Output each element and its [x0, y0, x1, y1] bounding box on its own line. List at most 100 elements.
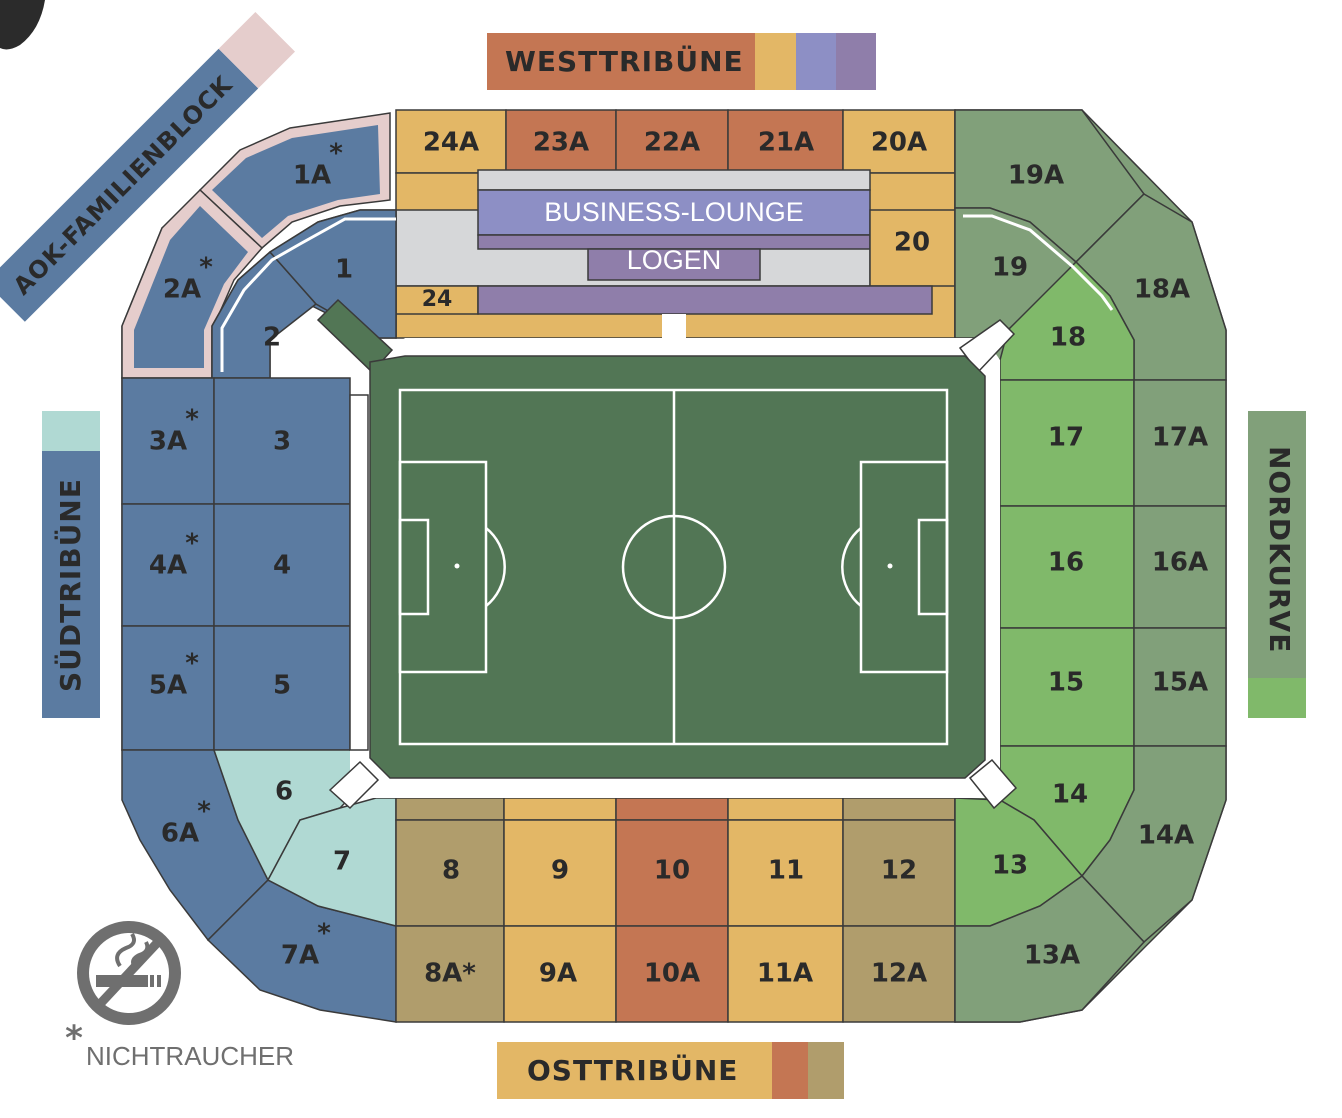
block-24-label: 24: [422, 287, 453, 312]
block-1-label: 1: [335, 255, 353, 285]
block-4A-label: 4A: [149, 551, 187, 581]
block-19-label: 19: [992, 253, 1028, 283]
block-15[interactable]: [999, 627, 1135, 747]
block-3A[interactable]: [121, 377, 215, 505]
nord-stand-label: NORDKURVE: [1263, 446, 1296, 653]
block-3-label: 3: [273, 427, 291, 457]
block-12A-label: 12A: [871, 959, 927, 989]
block-2A-label: 2A: [163, 275, 201, 305]
west-stand: 24A 23A 22A 21A 20A BUSINESS-LOUNGE LOGE…: [395, 109, 956, 344]
block-2A[interactable]: [134, 206, 248, 368]
block-14A-label: 14A: [1138, 821, 1194, 851]
block-7A-star: *: [317, 919, 331, 949]
block-10-label: 10: [654, 856, 690, 886]
block-5A-star: *: [185, 649, 199, 679]
block-11-label: 11: [768, 856, 804, 886]
block-18A-label: 18A: [1134, 275, 1190, 305]
block-24[interactable]: [395, 285, 479, 315]
block-17A[interactable]: [1133, 379, 1227, 507]
business-lounge-label: BUSINESS-LOUNGE: [544, 197, 804, 227]
pitch-surround: [369, 355, 986, 779]
block-6A-star: *: [197, 797, 211, 827]
west-banner: WESTTRIBÜNE: [487, 33, 876, 90]
block-6A-label: 6A: [161, 819, 199, 849]
block-2A-star: *: [199, 253, 213, 283]
tunnel-nw: [316, 298, 394, 374]
block-7A-label: 7A: [281, 941, 319, 971]
logen[interactable]: [587, 248, 761, 281]
ost-banner: OSTTRIBÜNE: [497, 1042, 844, 1099]
east-stand: 8 9 10 11 12 8A* 9A 10A 11A 12A: [395, 797, 956, 1023]
sued-stand-label: SÜDTRIBÜNE: [53, 478, 87, 692]
ost-stand-label: OSTTRIBÜNE: [527, 1053, 738, 1087]
block-10A[interactable]: [615, 925, 729, 1023]
pitch-area: [316, 298, 1018, 810]
block-24A-label: 24A: [423, 128, 479, 158]
block-1A-star: *: [329, 139, 343, 169]
block-2-label: 2: [263, 323, 281, 353]
logen-lower: [477, 285, 933, 315]
block-24A[interactable]: [395, 109, 507, 174]
no-smoking-icon: [77, 921, 181, 1025]
block-8A-label: 8A*: [424, 959, 476, 989]
south-stand: 1A * 2A * 1 2 3A * 3 4A * 4 5A * 5 6 7 6…: [121, 112, 397, 1023]
block-22A[interactable]: [615, 109, 729, 174]
block-4-label: 4: [273, 551, 291, 581]
block-7-label: 7: [333, 847, 351, 877]
block-10A-label: 10A: [644, 959, 700, 989]
block-8[interactable]: [395, 819, 505, 927]
block-1A[interactable]: [212, 125, 380, 238]
block-19A-label: 19A: [1008, 161, 1064, 191]
block-6-label: 6: [275, 777, 293, 807]
block-5A[interactable]: [121, 625, 215, 751]
block-15A[interactable]: [1133, 627, 1227, 747]
block-12-label: 12: [881, 856, 917, 886]
corner-decoration: [0, 0, 45, 50]
block-9-label: 9: [551, 856, 569, 886]
legend-label: NICHTRAUCHER: [86, 1041, 294, 1071]
block-5-label: 5: [273, 671, 291, 701]
block-23A-label: 23A: [533, 128, 589, 158]
block-12A[interactable]: [842, 925, 956, 1023]
block-8A[interactable]: [395, 925, 505, 1023]
block-22A-label: 22A: [644, 128, 700, 158]
block-11A[interactable]: [727, 925, 844, 1023]
block-20-label: 20: [894, 228, 930, 258]
block-5[interactable]: [213, 625, 351, 751]
block-15-label: 15: [1048, 668, 1084, 698]
block-3A-star: *: [185, 405, 199, 435]
sued-banner: SÜDTRIBÜNE: [42, 411, 100, 718]
block-18-label: 18: [1050, 323, 1086, 353]
logen-label: LOGEN: [627, 245, 722, 275]
block-23A[interactable]: [505, 109, 617, 174]
block-4[interactable]: [213, 503, 351, 627]
north-curve: 19A 19 18A 18 17 17A 16 16A 15 15A 14 14…: [954, 109, 1227, 1023]
block-13A[interactable]: [954, 875, 1146, 1023]
block-15A-label: 15A: [1152, 668, 1208, 698]
block-11A-label: 11A: [757, 959, 813, 989]
west-stand-label: WESTTRIBÜNE: [505, 44, 744, 78]
block-20[interactable]: [869, 209, 956, 287]
block-16A-label: 16A: [1152, 548, 1208, 578]
nord-banner: NORDKURVE: [1248, 411, 1306, 718]
pitch-lines: [398, 388, 949, 746]
block-14-label: 14: [1052, 780, 1088, 810]
block-3[interactable]: [213, 377, 351, 505]
block-9A[interactable]: [503, 925, 617, 1023]
block-17[interactable]: [999, 379, 1135, 507]
business-lounge[interactable]: [477, 189, 871, 236]
block-4A[interactable]: [121, 503, 215, 627]
block-9A-label: 9A: [539, 959, 577, 989]
lounge-roof: [477, 169, 871, 191]
block-17-label: 17: [1048, 423, 1084, 453]
block-4A-star: *: [185, 529, 199, 559]
block-16A[interactable]: [1133, 505, 1227, 629]
block-8-label: 8: [442, 856, 460, 886]
block-20A-label: 20A: [871, 128, 927, 158]
block-13A-label: 13A: [1024, 941, 1080, 971]
block-1A-label: 1A: [293, 161, 331, 191]
block-16-label: 16: [1048, 548, 1084, 578]
block-17A-label: 17A: [1152, 423, 1208, 453]
block-13-label: 13: [992, 851, 1028, 881]
